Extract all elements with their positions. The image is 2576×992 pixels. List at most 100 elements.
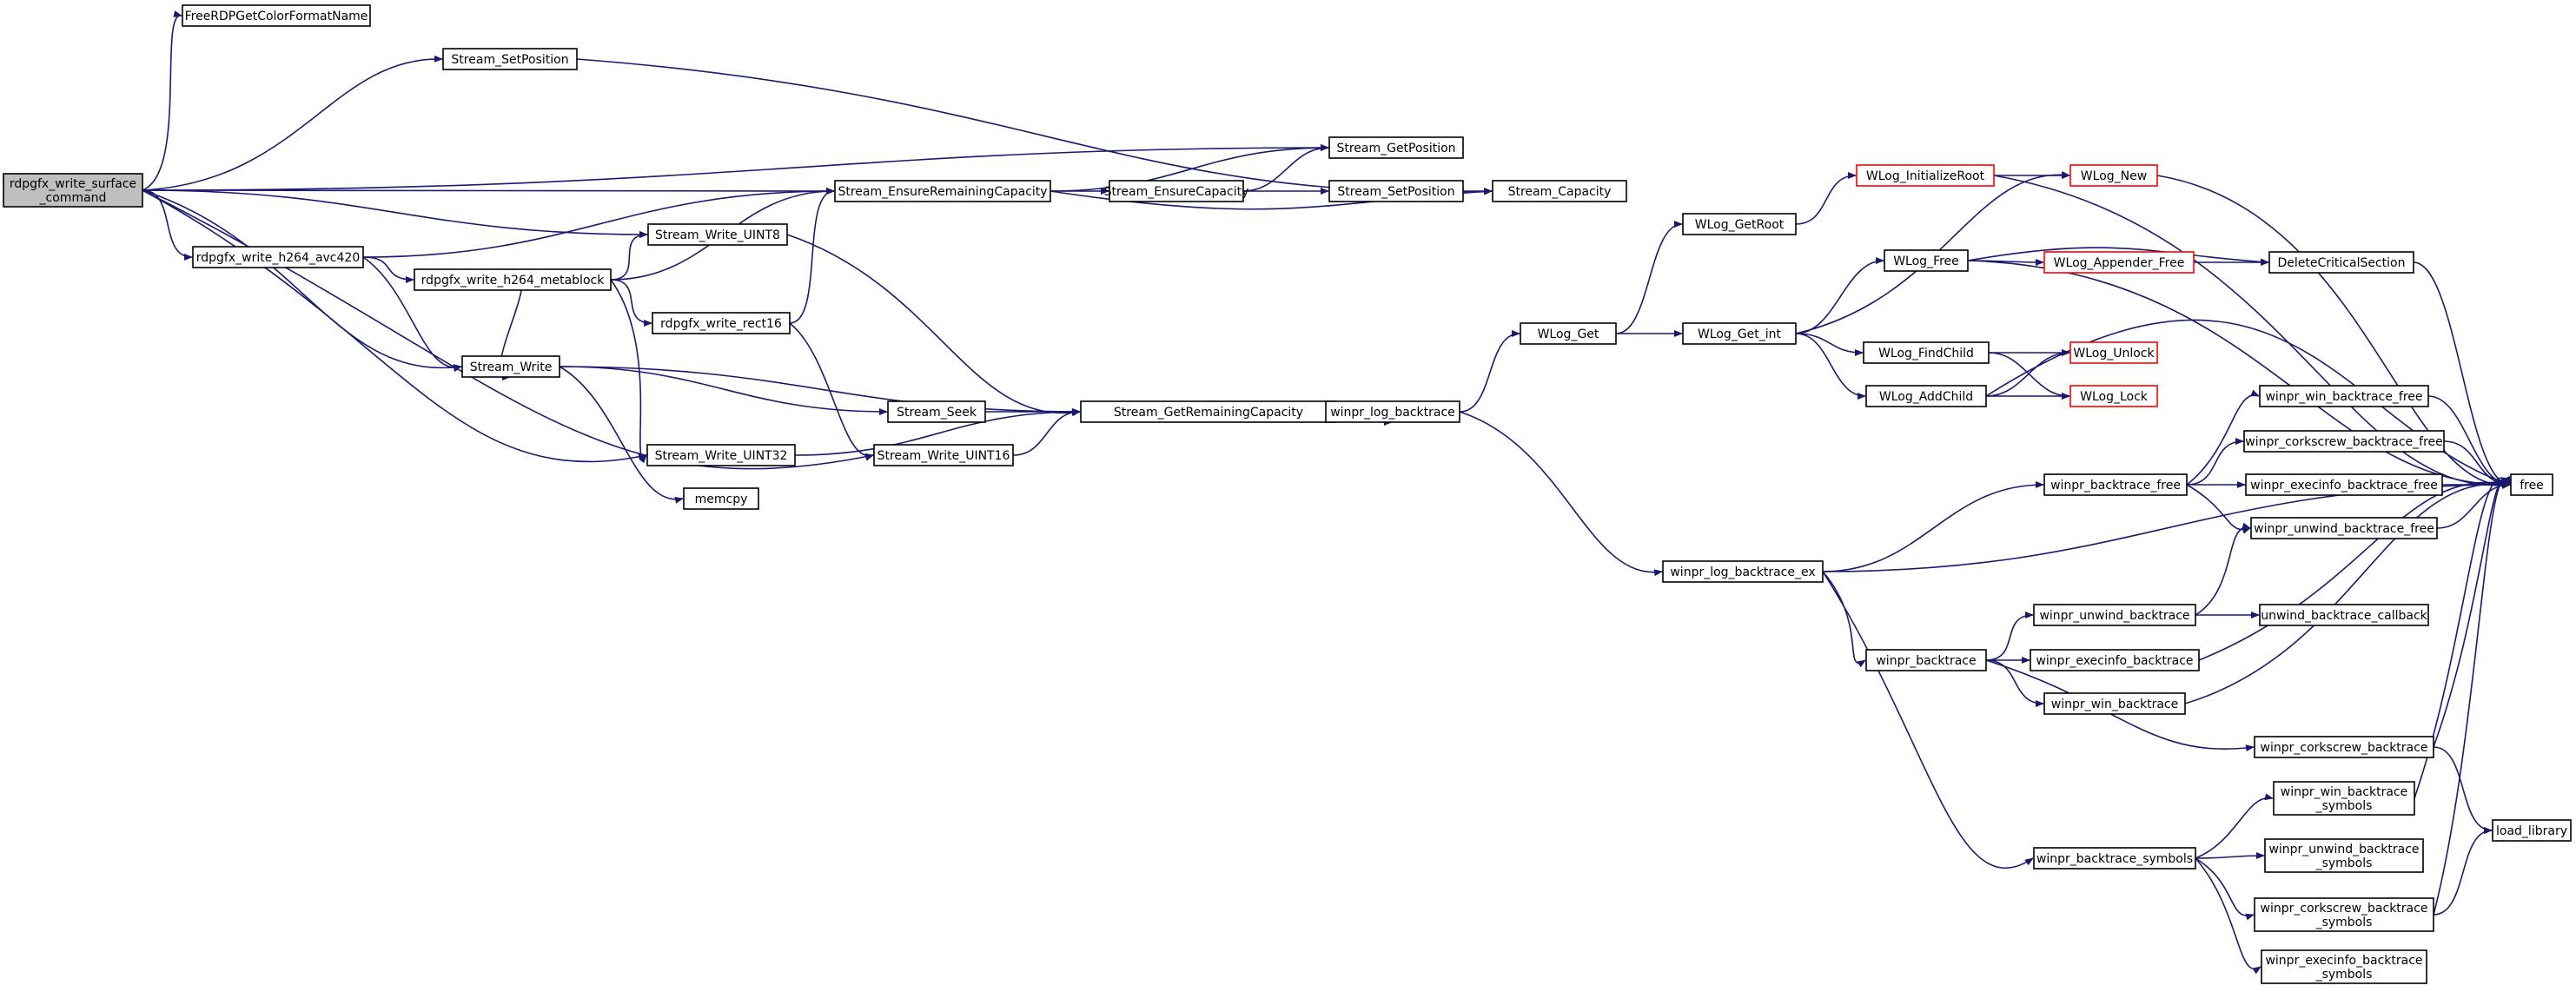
node-addchild[interactable]: WLog_AddChild bbox=[1865, 385, 1987, 407]
node-box[interactable] bbox=[461, 355, 560, 378]
node-erc[interactable]: Stream_EnsureRemainingCapacity bbox=[834, 180, 1051, 202]
node-cap[interactable]: Stream_Capacity bbox=[1492, 180, 1627, 202]
node-avc420[interactable]: rdpgfx_write_h264_avc420 bbox=[192, 246, 364, 268]
node-box[interactable] bbox=[1865, 385, 1987, 407]
node-winbt[interactable]: winpr_win_backtrace bbox=[2043, 692, 2186, 715]
node-unwfree[interactable]: winpr_unwind_backtrace_free bbox=[2250, 517, 2438, 539]
node-execbt[interactable]: winpr_execinfo_backtrace bbox=[2030, 649, 2200, 671]
node-btsym[interactable]: winpr_backtrace_symbols bbox=[2033, 847, 2196, 870]
node-uint32[interactable]: Stream_Write_UINT32 bbox=[646, 444, 796, 466]
node-box[interactable] bbox=[2033, 604, 2196, 626]
node-box[interactable] bbox=[1682, 322, 1797, 345]
node-box[interactable] bbox=[2510, 473, 2553, 496]
node-box[interactable] bbox=[1328, 136, 1464, 159]
node-box[interactable] bbox=[887, 400, 986, 423]
node-box[interactable] bbox=[2033, 847, 2196, 870]
node-rect16[interactable]: rdpgfx_write_rect16 bbox=[652, 312, 791, 334]
node-box[interactable] bbox=[2254, 736, 2434, 758]
node-box[interactable] bbox=[1863, 341, 1990, 364]
node-grc[interactable]: Stream_GetRemainingCapacity bbox=[1080, 400, 1337, 423]
node-box[interactable] bbox=[2069, 385, 2158, 407]
node-box[interactable] bbox=[182, 4, 371, 27]
node-box[interactable] bbox=[1865, 649, 1987, 671]
node-box[interactable] bbox=[2259, 604, 2429, 626]
node-corksym[interactable]: winpr_corkscrew_backtrace_symbols bbox=[2254, 897, 2434, 932]
node-box[interactable] bbox=[683, 487, 759, 510]
node-initroot[interactable]: WLog_InitializeRoot bbox=[1856, 164, 1995, 187]
node-wlbtex[interactable]: winpr_log_backtrace_ex bbox=[1662, 560, 1824, 583]
node-box[interactable] bbox=[2030, 649, 2200, 671]
node-box[interactable] bbox=[2043, 473, 2188, 496]
node-winsym[interactable]: winpr_win_backtrace_symbols bbox=[2273, 781, 2415, 816]
node-wlognew[interactable]: WLog_New bbox=[2069, 164, 2158, 187]
node-box[interactable] bbox=[1080, 400, 1337, 423]
node-box[interactable] bbox=[834, 180, 1051, 202]
node-box[interactable] bbox=[3, 173, 143, 208]
node-appfree[interactable]: WLog_Appender_Free bbox=[2043, 251, 2195, 274]
node-box[interactable] bbox=[2259, 385, 2429, 407]
node-setpos2[interactable]: Stream_SetPosition bbox=[1328, 180, 1464, 202]
node-meta[interactable]: rdpgfx_write_h264_metablock bbox=[414, 268, 612, 291]
node-memcpy[interactable]: memcpy bbox=[683, 487, 759, 510]
node-corkbt[interactable]: winpr_corkscrew_backtrace bbox=[2254, 736, 2434, 758]
node-unwcb[interactable]: unwind_backtrace_callback bbox=[2259, 604, 2429, 626]
node-box[interactable] bbox=[1325, 400, 1460, 423]
node-dcs[interactable]: DeleteCriticalSection bbox=[2268, 251, 2414, 274]
node-uint16[interactable]: Stream_Write_UINT16 bbox=[873, 444, 1014, 466]
node-wlogfree[interactable]: WLog_Free bbox=[1884, 249, 1969, 272]
node-box[interactable] bbox=[1520, 322, 1617, 345]
node-getroot[interactable]: WLog_GetRoot bbox=[1682, 213, 1797, 235]
node-box[interactable] bbox=[1492, 180, 1627, 202]
node-unlock[interactable]: WLog_Unlock bbox=[2069, 341, 2158, 364]
node-bt[interactable]: winpr_backtrace bbox=[1865, 649, 1987, 671]
node-getpos[interactable]: Stream_GetPosition bbox=[1328, 136, 1464, 159]
node-unwbt[interactable]: winpr_unwind_backtrace bbox=[2033, 604, 2196, 626]
node-wlogget[interactable]: WLog_Get bbox=[1520, 322, 1617, 345]
node-unwsym[interactable]: winpr_unwind_backtrace_symbols bbox=[2264, 838, 2424, 873]
node-uint8[interactable]: Stream_Write_UINT8 bbox=[647, 223, 788, 246]
node-lock[interactable]: WLog_Lock bbox=[2069, 385, 2158, 407]
node-box[interactable] bbox=[2069, 164, 2158, 187]
node-box[interactable] bbox=[2261, 949, 2427, 984]
node-freerdp[interactable]: FreeRDPGetColorFormatName bbox=[182, 4, 371, 27]
node-findchild[interactable]: WLog_FindChild bbox=[1863, 341, 1990, 364]
node-box[interactable] bbox=[2273, 781, 2415, 816]
node-box[interactable] bbox=[1856, 164, 1995, 187]
node-getint[interactable]: WLog_Get_int bbox=[1682, 322, 1797, 345]
node-box[interactable] bbox=[2254, 897, 2434, 932]
node-box[interactable] bbox=[2043, 251, 2195, 274]
node-box[interactable] bbox=[2069, 341, 2158, 364]
node-box[interactable] bbox=[2043, 692, 2186, 715]
node-execsym[interactable]: winpr_execinfo_backtrace_symbols bbox=[2261, 949, 2427, 984]
node-ec[interactable]: Stream_EnsureCapacity bbox=[1104, 180, 1249, 202]
node-box[interactable] bbox=[1682, 213, 1797, 235]
node-box[interactable] bbox=[442, 48, 578, 70]
node-box[interactable] bbox=[1328, 180, 1464, 202]
node-box[interactable] bbox=[646, 444, 796, 466]
node-box[interactable] bbox=[2250, 517, 2438, 539]
node-box[interactable] bbox=[1109, 180, 1244, 202]
node-box[interactable] bbox=[1662, 560, 1824, 583]
node-corkfree[interactable]: winpr_corkscrew_backtrace_free bbox=[2243, 430, 2445, 453]
node-box[interactable] bbox=[2243, 430, 2445, 453]
node-box[interactable] bbox=[873, 444, 1014, 466]
node-root[interactable]: rdpgfx_write_surface_command bbox=[3, 173, 143, 208]
node-box[interactable] bbox=[2245, 473, 2443, 496]
node-box[interactable] bbox=[647, 223, 788, 246]
node-box[interactable] bbox=[414, 268, 612, 291]
node-box[interactable] bbox=[2264, 838, 2424, 873]
node-box[interactable] bbox=[192, 246, 364, 268]
node-seek[interactable]: Stream_Seek bbox=[887, 400, 986, 423]
node-wlbt[interactable]: winpr_log_backtrace bbox=[1325, 400, 1460, 423]
node-box[interactable] bbox=[1884, 249, 1969, 272]
node-box[interactable] bbox=[652, 312, 791, 334]
node-winbtfree[interactable]: winpr_win_backtrace_free bbox=[2259, 385, 2429, 407]
node-box[interactable] bbox=[2492, 819, 2572, 842]
node-loadlib[interactable]: load_library bbox=[2492, 819, 2572, 842]
node-btfree[interactable]: winpr_backtrace_free bbox=[2043, 473, 2188, 496]
node-setpos1[interactable]: Stream_SetPosition bbox=[442, 48, 578, 70]
node-box[interactable] bbox=[2268, 251, 2414, 274]
node-free[interactable]: free bbox=[2510, 473, 2553, 496]
node-write[interactable]: Stream_Write bbox=[461, 355, 560, 378]
node-execfree[interactable]: winpr_execinfo_backtrace_free bbox=[2245, 473, 2443, 496]
